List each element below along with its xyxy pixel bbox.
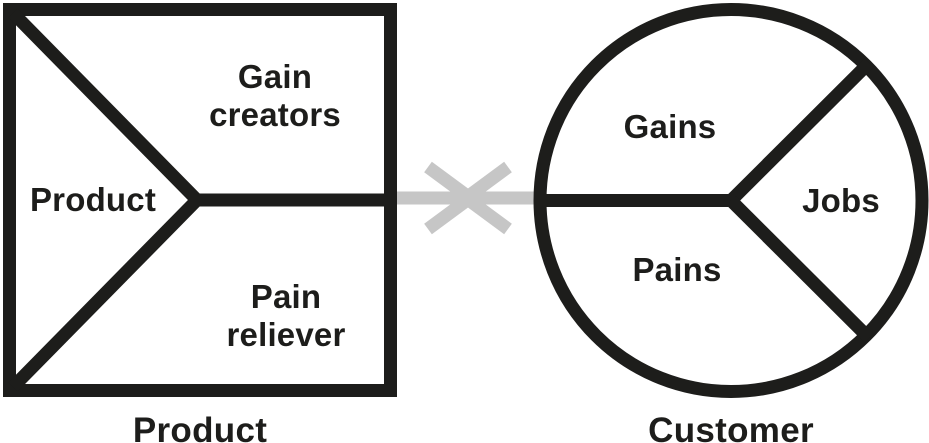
customer-divider-upper: [726, 58, 874, 206]
product-caption: Product: [132, 411, 268, 443]
value-map-diagonal-bottom: [8, 195, 202, 392]
customer-divider-lower: [726, 195, 874, 343]
customer-profile-circle: [533, 3, 929, 398]
pain-reliever-line2: reliever: [226, 316, 346, 353]
converging-arrows-icon: [397, 161, 537, 235]
gain-creators-line1: Gain: [237, 58, 313, 95]
gain-creators-line2: creators: [209, 96, 341, 133]
fit-arrow-left-pointing-icon: [455, 161, 537, 235]
customer-caption: Customer: [648, 411, 814, 443]
pains-segment-label: Pains: [632, 251, 722, 288]
gain-creators-segment-label: Gain creators: [209, 58, 341, 134]
jobs-segment-label: Jobs: [802, 182, 880, 219]
pain-reliever-segment-label: Pain reliever: [226, 278, 345, 354]
gains-segment-label: Gains: [623, 108, 717, 145]
pain-reliever-line1: Pain: [250, 278, 322, 315]
value-map-square: [3, 3, 397, 397]
product-segment-label: Product: [29, 181, 157, 218]
value-map-diagonal-top: [8, 8, 202, 205]
